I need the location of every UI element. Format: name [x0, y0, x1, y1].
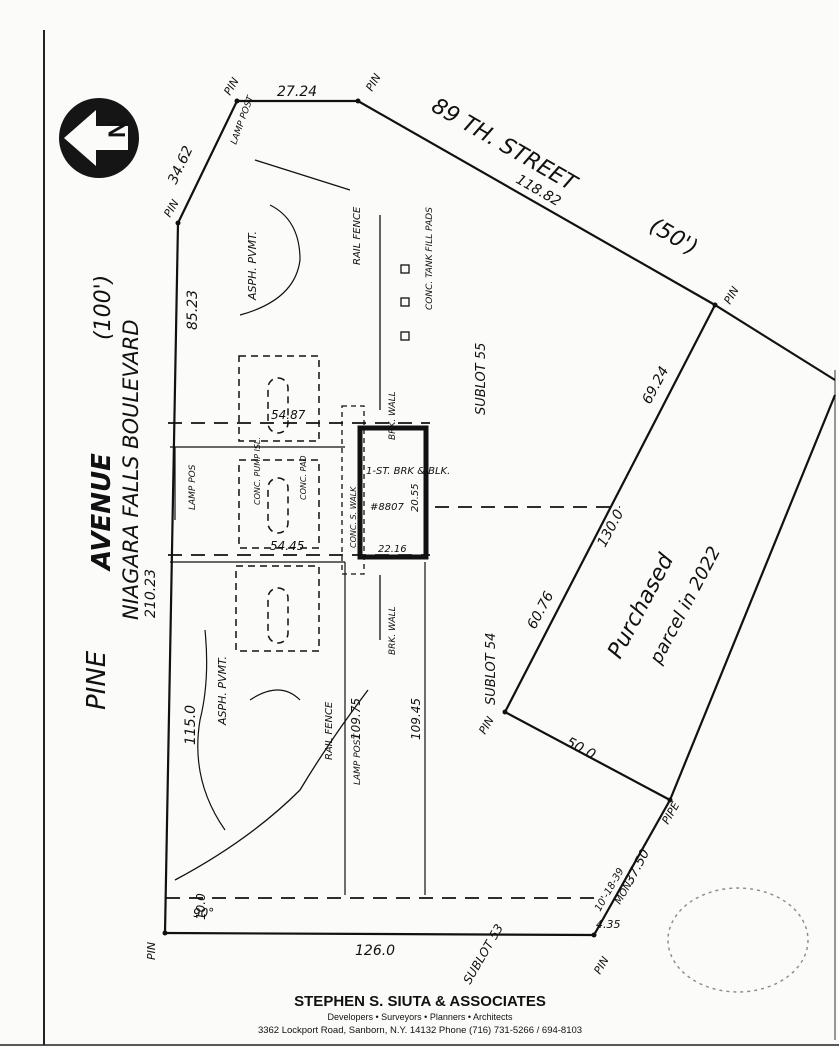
conc-walk-label: CONC. S. WALK — [349, 486, 358, 548]
conc-pump-label: CONC. PUMP ISL. — [253, 437, 262, 505]
building-outline — [357, 425, 429, 560]
dim-nw-diag: 34.62 — [165, 144, 196, 187]
conc-tank-label: CONC. TANK FILL PADS — [425, 207, 435, 310]
street-avenue: AVENUE — [87, 453, 117, 572]
pin-label-sw: PIN — [145, 942, 158, 960]
street-niagara: NIAGARA FALLS BOULEVARD — [119, 319, 143, 620]
sublot-lines — [166, 422, 620, 899]
north-label: N — [104, 121, 131, 138]
dim-bldg-side: 20.55 — [410, 483, 421, 512]
dim-west-total: 210.23 — [143, 569, 159, 618]
brk-wall-label-a: BRK. WALL — [388, 391, 398, 440]
rail-fence-label-b: RAIL FENCE — [324, 701, 335, 760]
dim-west-upper: 85.23 — [185, 290, 201, 330]
dim-10975: 109.75 — [349, 698, 363, 740]
footer-address: 3362 Lockport Road, Sanborn, N.Y. 14132 … — [258, 1025, 582, 1036]
footer-company: STEPHEN S. SIUTA & ASSOCIATES — [294, 993, 546, 1010]
dim-small-435: 4.35 — [596, 918, 621, 931]
dim-west-lower: 115.0 — [183, 705, 199, 745]
sublot-53-label: SUBLOT 53 — [460, 922, 506, 987]
building-label: 1-ST. BRK & BLK. — [366, 466, 450, 477]
asph-label-a: ASPH. PVMT. — [246, 231, 259, 301]
asph-label-b: ASPH. PVMT. — [216, 656, 229, 726]
rail-fence-lines — [174, 159, 381, 881]
pin-label-se: PIN — [591, 954, 611, 976]
dimension-lines — [174, 447, 426, 895]
dim-top-edge: 27.24 — [277, 84, 317, 100]
dim-offset: 10.0 — [194, 893, 208, 920]
pin-label-nw-top: PIN — [221, 75, 241, 97]
brk-wall-label-b: BRK. WALL — [388, 606, 398, 655]
dim-bldg-width: 22.16 — [378, 544, 407, 555]
conc-pad-label: CONC. PAD — [299, 455, 308, 500]
dim-10945: 109.45 — [409, 698, 423, 740]
north-arrow-icon: N — [59, 98, 139, 178]
surveyor-seal — [667, 887, 809, 993]
pump-islands — [235, 355, 320, 652]
dim-sub-6924: 69.24 — [639, 364, 672, 407]
tank-fill-pads — [400, 264, 410, 341]
footer-tagline: Developers • Surveyors • Planners • Arch… — [327, 1012, 513, 1022]
dim-angle: 90° — [193, 906, 214, 920]
sublot-54-label: SUBLOT 54 — [484, 633, 499, 705]
street-pine-width: (100') — [91, 275, 116, 340]
lamp-post-label-c: LAMP POST — [353, 733, 363, 785]
pin-label-east: PIN — [721, 284, 741, 306]
street-89th: 89 TH. STREET — [427, 94, 582, 198]
pin-markers — [162, 98, 718, 938]
dim-bldg-top: 54.87 — [271, 408, 306, 422]
conc-walk-outline — [341, 405, 365, 575]
rail-fence-label-a: RAIL FENCE — [352, 206, 363, 265]
street-89th-width: (50') — [645, 214, 702, 261]
pin-label-ne-top: PIN — [363, 71, 383, 93]
lamp-post-label-b: LAMP POS — [188, 464, 198, 510]
pin-label-sub: PIN — [476, 714, 496, 736]
sublot-55-label: SUBLOT 55 — [474, 343, 489, 415]
pin-label-west: PIN — [161, 197, 181, 219]
building-number: #8807 — [370, 502, 404, 513]
dim-bottom-edge: 126.0 — [355, 943, 395, 959]
property-boundary — [163, 99, 837, 937]
asphalt-curves — [197, 204, 301, 831]
dim-bldg-bottom: 54.45 — [270, 539, 304, 553]
dim-sub-6076: 60.76 — [524, 589, 557, 632]
pipe-label: PIPE — [659, 800, 682, 827]
street-pine: PINE — [82, 650, 112, 710]
